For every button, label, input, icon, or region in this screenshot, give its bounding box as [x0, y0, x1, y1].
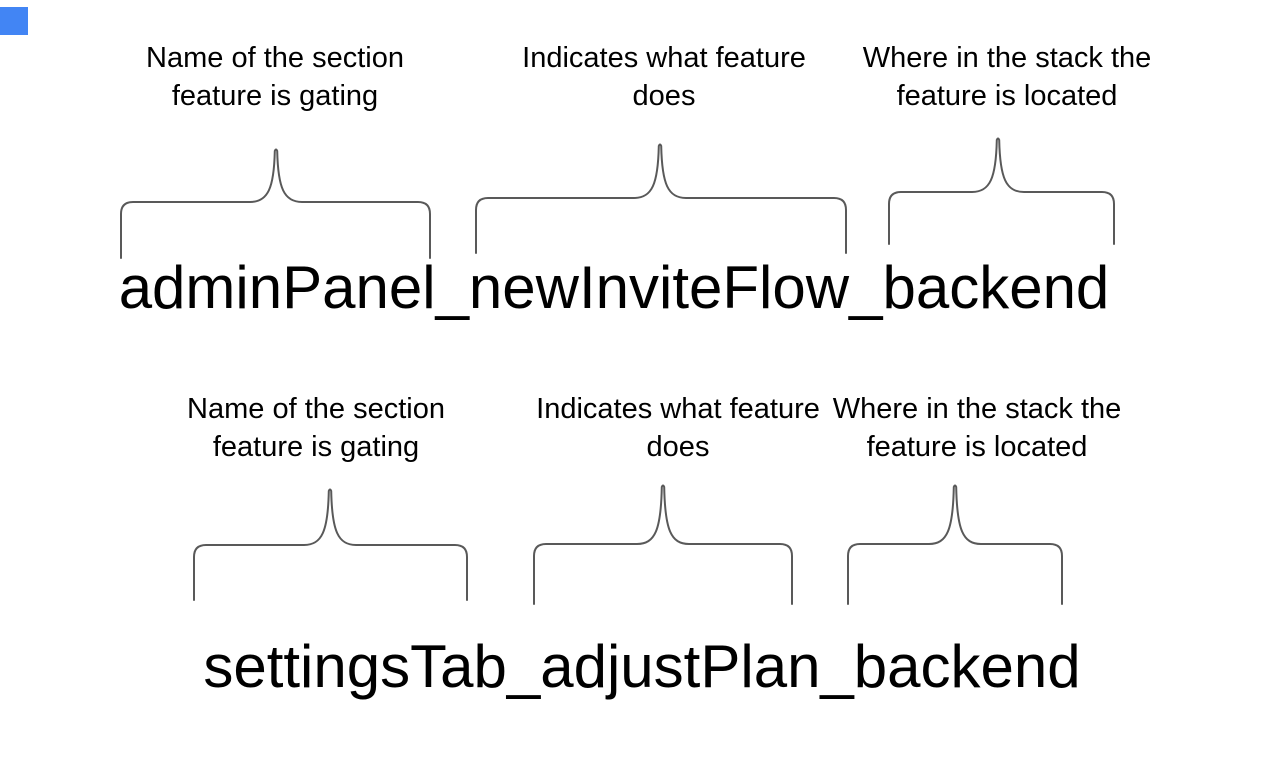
annotation-label-line: Indicates what feature: [536, 393, 820, 425]
annotation-label-feature: Indicates what feature does: [536, 390, 820, 466]
corner-square: [0, 7, 28, 35]
curly-brace-section: [120, 148, 431, 259]
annotation-label-line: Where in the stack the: [862, 42, 1152, 74]
annotation-label-line: feature is located: [896, 80, 1118, 112]
annotation-label-line: feature is gating: [212, 431, 420, 463]
annotation-label-stack: Where in the stack the feature is locate…: [863, 39, 1152, 115]
annotation-label-section: Name of the section feature is gating: [187, 390, 445, 466]
curly-brace-feature: [533, 484, 793, 605]
curly-brace-stack: [888, 137, 1115, 245]
annotation-label-line: Name of the section: [187, 393, 445, 425]
feature-flag-name: adminPanel_newInviteFlow_backend: [118, 254, 1110, 321]
curly-brace-section: [193, 488, 468, 601]
annotation-label-feature: Indicates what feature does: [522, 39, 806, 115]
annotation-label-section: Name of the section feature is gating: [146, 39, 404, 115]
annotation-label-line: does: [632, 80, 696, 112]
annotation-label-line: Indicates what feature: [522, 42, 806, 74]
corner-square-icon: [0, 7, 28, 35]
annotation-label-line: Where in the stack the: [832, 393, 1122, 425]
annotation-label-line: feature is located: [866, 431, 1088, 463]
annotation-label-line: does: [646, 431, 710, 463]
annotation-label-line: feature is gating: [171, 80, 379, 112]
annotation-label-line: Name of the section: [146, 42, 404, 74]
annotation-label-stack: Where in the stack the feature is locate…: [833, 390, 1122, 466]
curly-brace-feature: [475, 143, 847, 254]
curly-brace-stack: [847, 484, 1063, 605]
feature-flag-name: settingsTab_adjustPlan_backend: [203, 633, 1081, 700]
